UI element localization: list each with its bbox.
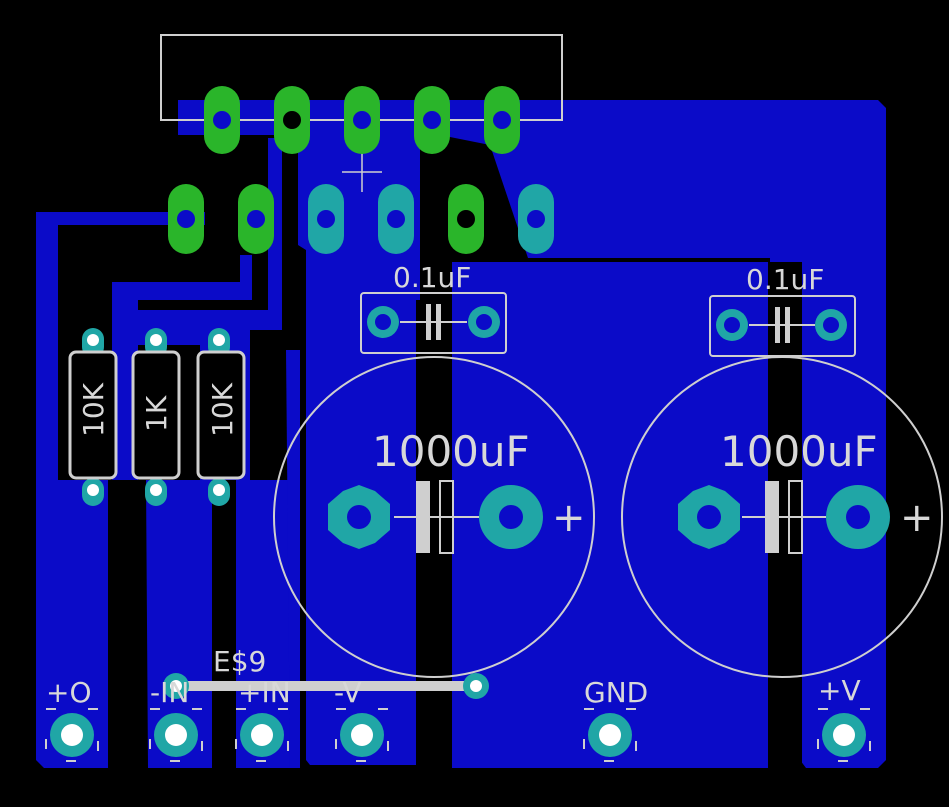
ic-pad-4 [414,86,450,154]
c1-value-label: 0.1uF [393,261,471,294]
ic-pad-5 [484,86,520,154]
r3-value-label: 10K [206,382,239,437]
connector-v-plus: +V [817,674,871,762]
connector-pads: +O -IN +IN -V GND +V [45,674,871,762]
resistor-r1: 10K [68,328,118,506]
ic-bottom-row-pads [168,184,554,254]
ic-pad-9 [378,184,414,254]
capacitor-c4: 1000uF + [621,356,943,678]
ic-top-row-pads [204,86,520,154]
c4-polarity-label: + [900,495,934,541]
resistor-r3: 10K [196,328,246,506]
c3-value-label: 1000uF [372,427,530,476]
connector-out: +O [45,676,99,762]
ic-pad-3 [344,86,380,154]
c4-value-label: 1000uF [720,427,878,476]
ic-pad-11 [518,184,554,254]
ic-pad-1 [204,86,240,154]
connector-in-plus-label: +IN [238,676,291,709]
capacitor-c1: 0.1uF [360,261,507,354]
ic-pad-2 [274,86,310,154]
c2-value-label: 0.1uF [746,263,824,296]
connector-gnd: GND [583,676,648,762]
c3-polarity-label: + [552,495,586,541]
connector-in-plus: +IN [235,676,291,762]
capacitor-c2: 0.1uF [709,263,856,357]
ic-pad-8 [308,184,344,254]
connector-gnd-label: GND [584,676,648,709]
connector-in-minus: -IN [149,676,203,762]
connector-v-minus-label: -V [334,676,362,709]
wire-jumper-e9: E$9 [163,645,489,699]
ic-pad-10 [448,184,484,254]
wire-label: E$9 [213,645,266,678]
resistor-r2: 1K [131,328,181,506]
r2-value-label: 1K [140,395,173,432]
connector-v-plus-label: +V [818,674,861,707]
ic-pad-6 [168,184,204,254]
crosshair-mark [342,152,382,192]
ic-pad-7 [238,184,274,254]
connector-in-minus-label: -IN [150,676,189,709]
connector-out-label: +O [46,676,92,709]
r1-value-label: 10K [77,382,110,437]
connector-v-minus: -V [334,676,389,762]
capacitor-c3: 1000uF + [273,356,595,678]
